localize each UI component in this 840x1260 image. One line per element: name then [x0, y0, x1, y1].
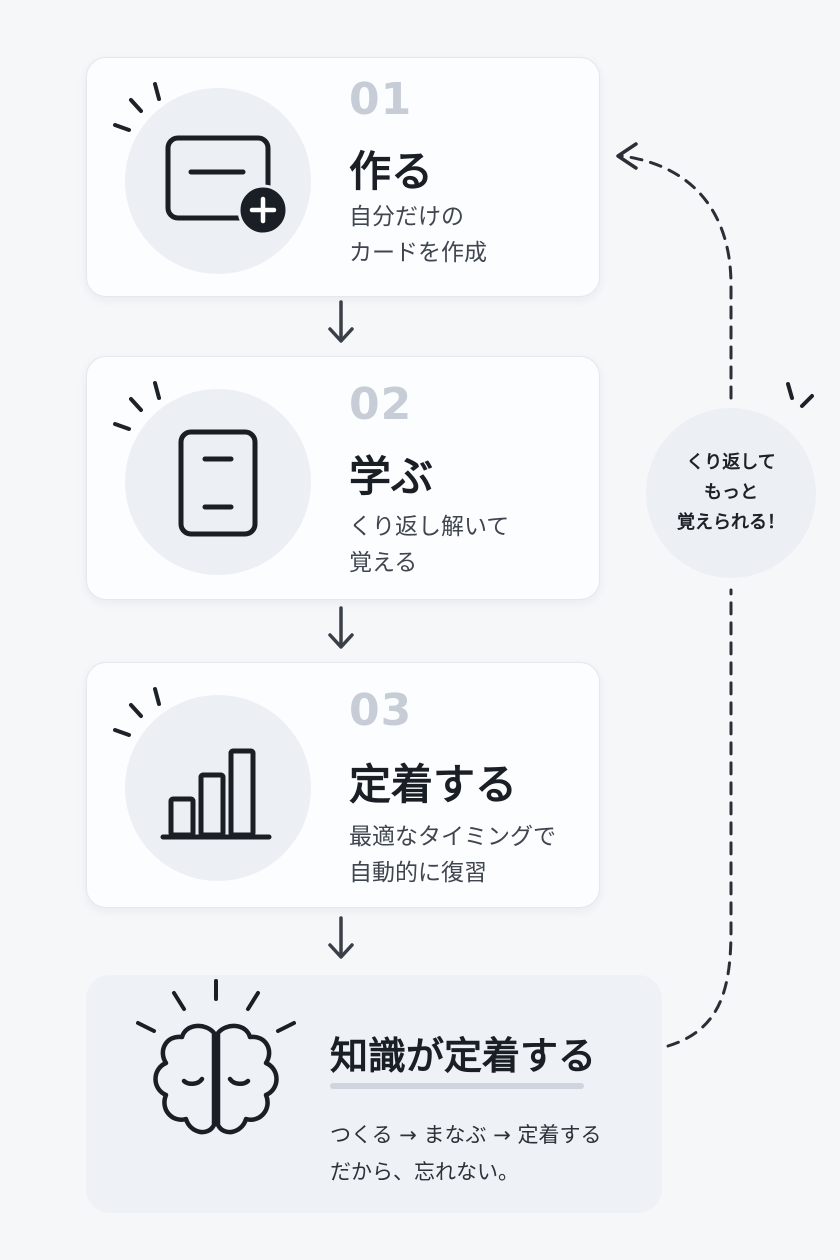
step-title: 学ぶ — [349, 452, 434, 501]
step-title: 定着する — [349, 760, 518, 809]
step-description: 最適なタイミングで 自動的に復習 — [349, 824, 556, 886]
sparkle-rays-icon — [113, 381, 161, 431]
down-arrow-icon — [328, 300, 354, 343]
down-arrow-icon — [328, 606, 354, 649]
icon-circle — [125, 695, 311, 881]
result-card: 知識が定着する つくる → まなぶ → 定着する だから、忘れない。 — [86, 975, 662, 1213]
sparkle-rays-icon — [113, 82, 161, 132]
flashcard-icon — [178, 429, 258, 537]
loop-badge-text: くり返して もっと 覚えられる！ — [677, 452, 785, 533]
icon-circle — [125, 88, 311, 274]
bar-chart-icon — [160, 748, 272, 840]
brain-icon — [136, 979, 296, 1135]
sparkle-rays-icon — [786, 382, 814, 408]
down-arrow-icon — [328, 916, 354, 959]
step-number: 03 — [349, 685, 413, 736]
step-number: 01 — [349, 74, 413, 125]
step-number: 02 — [349, 379, 413, 430]
step-description: 自分だけの カードを作成 — [349, 204, 487, 266]
sparkle-rays-icon — [113, 687, 161, 737]
step-card-learn: 02 学ぶ くり返し解いて 覚える — [86, 356, 600, 600]
card-add-icon — [165, 135, 289, 236]
step-title: 作る — [349, 147, 434, 196]
icon-circle — [125, 389, 311, 575]
step-card-retain: 03 定着する 最適なタイミングで 自動的に復習 — [86, 662, 600, 908]
step-description: くり返し解いて 覚える — [349, 514, 510, 576]
title-underline — [330, 1083, 584, 1089]
result-description: つくる → まなぶ → 定着する だから、忘れない。 — [330, 1123, 602, 1184]
step-card-create: 01 作る 自分だけの カードを作成 — [86, 57, 600, 297]
loop-badge: くり返して もっと 覚えられる！ — [646, 408, 816, 578]
result-title: 知識が定着する — [330, 1034, 597, 1078]
